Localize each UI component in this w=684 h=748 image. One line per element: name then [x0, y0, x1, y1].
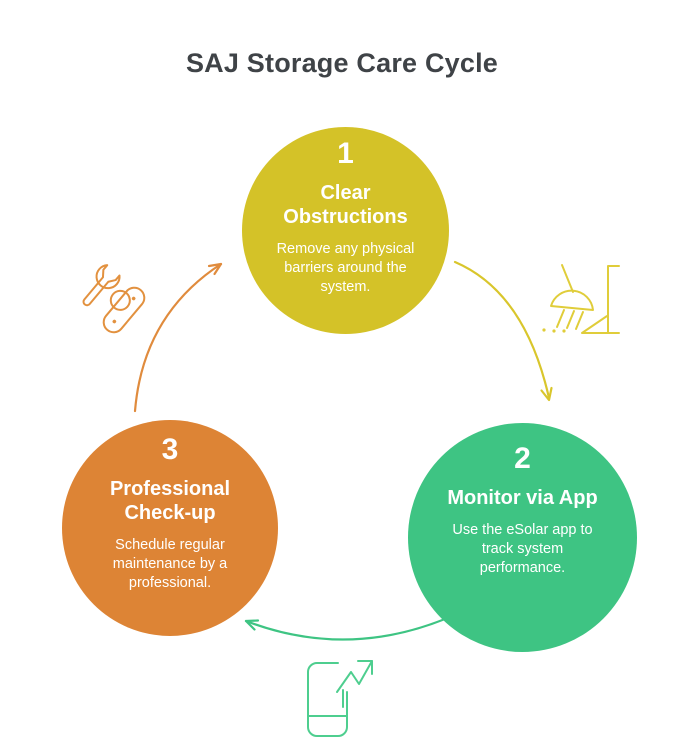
- step-title: Clear Obstructions: [283, 181, 408, 228]
- opener-tool-shape: [102, 286, 146, 334]
- dust-dot: [552, 329, 556, 333]
- arrow-curve: [133, 262, 223, 413]
- dust-dot: [542, 328, 546, 332]
- arrow-curve: [453, 260, 551, 400]
- step-description: Remove any physical barriers around the …: [276, 240, 415, 295]
- wrench-shape: [82, 264, 121, 307]
- arrow-head: [540, 386, 553, 402]
- tool-dot: [131, 296, 136, 301]
- page-title: SAJ Storage Care Cycle: [185, 48, 499, 78]
- broom-handle: [561, 264, 574, 293]
- broom-sweep-icon: [542, 264, 620, 334]
- arrow-head: [244, 619, 260, 631]
- broom-bristles: [556, 309, 584, 330]
- step-description: Use the eSolar app to track system perfo…: [452, 521, 593, 576]
- tool-ring: [109, 289, 131, 311]
- trend-line: [336, 660, 373, 693]
- phone-body: [307, 662, 348, 737]
- step-circle-1: 1 Clear Obstructions Remove any physical…: [242, 127, 449, 334]
- step-description: Schedule regular maintenance by a profes…: [112, 536, 228, 591]
- step-circle-2: 2 Monitor via App Use the eSolar app to …: [408, 423, 637, 652]
- phone-growth-icon: [307, 660, 373, 737]
- corner-dustpan: [581, 265, 620, 334]
- arrow-step2-to-step3: [244, 617, 447, 641]
- tool-dot: [112, 319, 117, 324]
- arrow-head: [207, 262, 223, 276]
- step-title: Professional Check-up: [109, 477, 231, 524]
- step-number: 2: [514, 442, 531, 475]
- step-number: 1: [337, 137, 354, 170]
- wrench-tools-icon: [82, 264, 146, 334]
- arrow-step3-to-step1: [133, 262, 223, 413]
- trend-arrow-head: [357, 660, 373, 675]
- step-circle-3: 3 Professional Check-up Schedule regular…: [62, 420, 278, 636]
- dust-dot: [562, 329, 566, 333]
- arrow-curve: [244, 617, 447, 641]
- broom-head: [550, 289, 594, 311]
- step-number: 3: [161, 433, 179, 466]
- arrow-step1-to-step2: [453, 260, 553, 402]
- step-title: Monitor via App: [447, 486, 598, 509]
- tool-body: [102, 286, 146, 334]
